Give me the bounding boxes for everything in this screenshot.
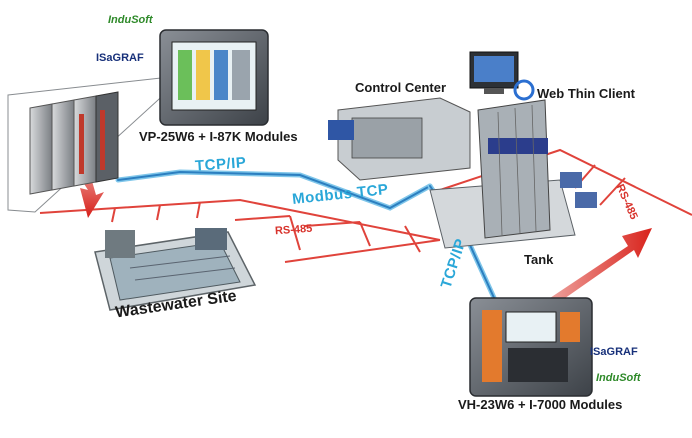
tank-label: Tank (524, 252, 554, 267)
tank-tower-icon (429, 99, 597, 249)
ie-globe-icon (513, 79, 535, 101)
rs485-right-line (439, 148, 692, 216)
vh-device-label: VH-23W6 + I-7000 Modules (458, 397, 623, 412)
isagraf-logo-top: ISaGRAF (96, 52, 144, 64)
io-module-rack-icon (7, 76, 181, 213)
tcpip-top-label: TCP/IP (194, 154, 247, 175)
modbus-cable-core (117, 170, 431, 210)
rs485-branch (304, 221, 361, 227)
rs485-branch (289, 215, 301, 251)
indusoft-logo-top: InduSoft (108, 14, 153, 26)
rs485-drop (599, 177, 626, 206)
rs485-drop (156, 204, 161, 221)
indusoft-logo-bottom: InduSoft (596, 372, 641, 384)
rs485-main-line (39, 198, 441, 241)
rs485-branch (404, 225, 421, 253)
wastewater-plant-icon (94, 228, 257, 311)
rs485-network (39, 148, 692, 263)
isagraf-logo-bottom: ISaGRAF (590, 346, 638, 358)
rs485-drop (111, 207, 116, 223)
rs485-branch (234, 215, 291, 221)
control-center-label: Control Center (355, 80, 446, 95)
vh-touch-panel-icon (469, 297, 593, 397)
rs485-lower-line (284, 239, 441, 263)
vp-device-label: VP-25W6 + I-87K Modules (139, 129, 298, 144)
web-thin-client-label: Web Thin Client (537, 86, 635, 101)
vp-touch-panel-icon (159, 29, 269, 126)
web-thin-client-icon (469, 51, 535, 101)
control-center-building-icon (328, 97, 471, 181)
rs485-branch (359, 221, 371, 247)
rs485-drop (196, 201, 201, 219)
